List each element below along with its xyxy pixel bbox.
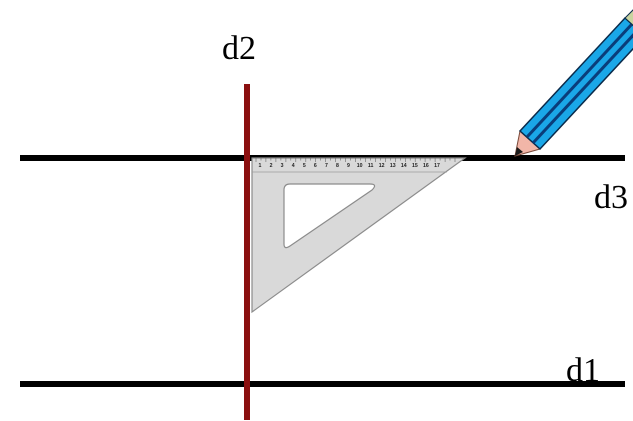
ruler-number: 17: [434, 163, 440, 169]
ruler-number: 12: [379, 163, 385, 169]
label-d2: d2: [222, 30, 256, 67]
ruler-number: 2: [270, 163, 273, 169]
ruler-number: 15: [412, 163, 418, 169]
ruler-number: 7: [325, 163, 328, 169]
ruler-number: 8: [336, 163, 339, 169]
ruler-ticks: [255, 158, 456, 162]
ruler-number: 13: [390, 163, 396, 169]
ruler-number: 9: [347, 163, 350, 169]
pencil-icon: [514, 9, 633, 157]
ruler-number: 14: [401, 163, 407, 169]
ruler-number: 16: [423, 163, 429, 169]
ruler-number: 4: [292, 163, 295, 169]
ruler-number: 11: [368, 163, 374, 169]
ruler-number: 6: [314, 163, 317, 169]
ruler-number: 10: [357, 163, 363, 169]
ruler-number: 1: [259, 163, 262, 169]
label-d3: d3: [594, 179, 628, 216]
ruler-number: 5: [303, 163, 306, 169]
label-d1: d1: [566, 352, 600, 389]
ruler-number: 3: [281, 163, 284, 169]
